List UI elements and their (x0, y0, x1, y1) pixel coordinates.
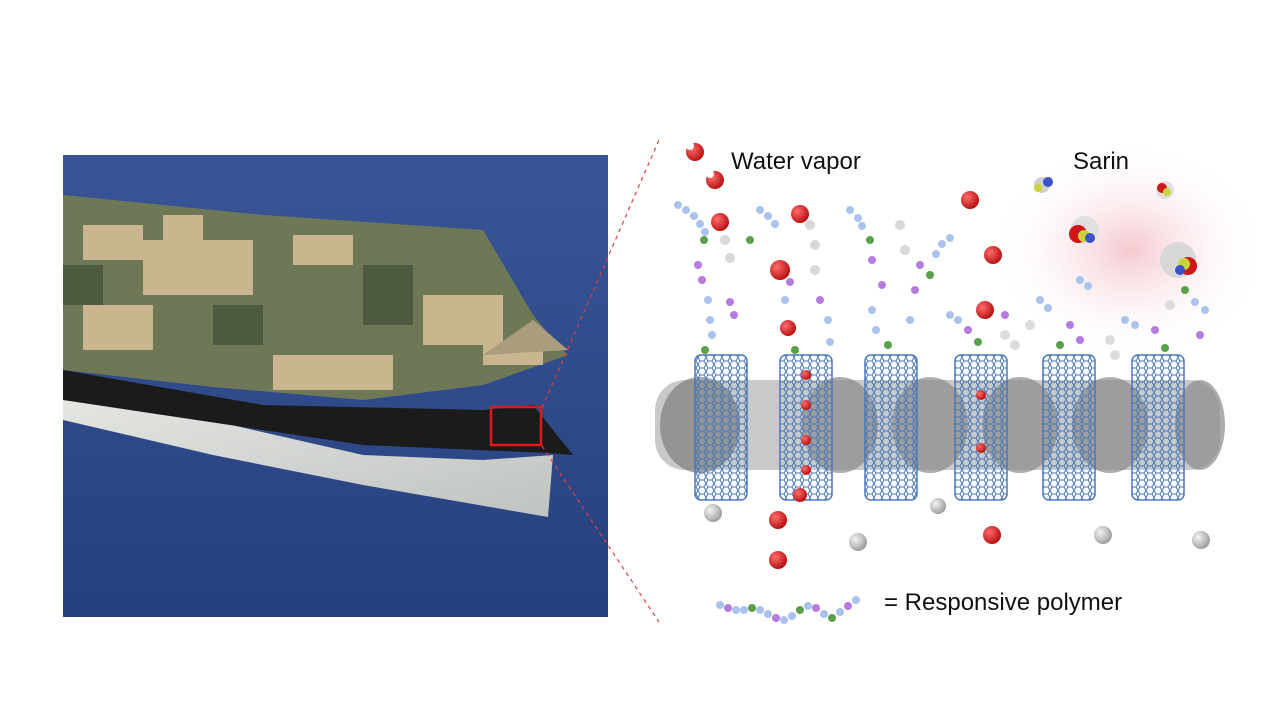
membrane-diagram (610, 130, 1250, 650)
zoom-line-top (541, 139, 660, 409)
water-molecule-icon (686, 142, 1002, 569)
sarin-label: Sarin (1073, 148, 1130, 175)
zoom-line-bottom (541, 445, 660, 623)
polymer-chain-icon (716, 596, 860, 624)
legend-label: = Responsive polymer (884, 589, 1123, 616)
sarin-glow (990, 140, 1250, 360)
camo-fabric-layer (63, 195, 568, 400)
water-vapor-label: Water vapor (731, 148, 861, 175)
highlight-box (489, 405, 543, 447)
sarin-molecule-icon (1034, 177, 1197, 278)
polymer-chains-collapsed (946, 276, 1209, 360)
polymer-chains-open (674, 201, 954, 354)
water-molecules-in-tubes (793, 370, 986, 502)
carbon-nanotube-icon (694, 354, 1185, 501)
black-membrane-layer (63, 370, 573, 455)
gray-molecules (704, 498, 1210, 551)
fabric-photo (63, 155, 608, 617)
